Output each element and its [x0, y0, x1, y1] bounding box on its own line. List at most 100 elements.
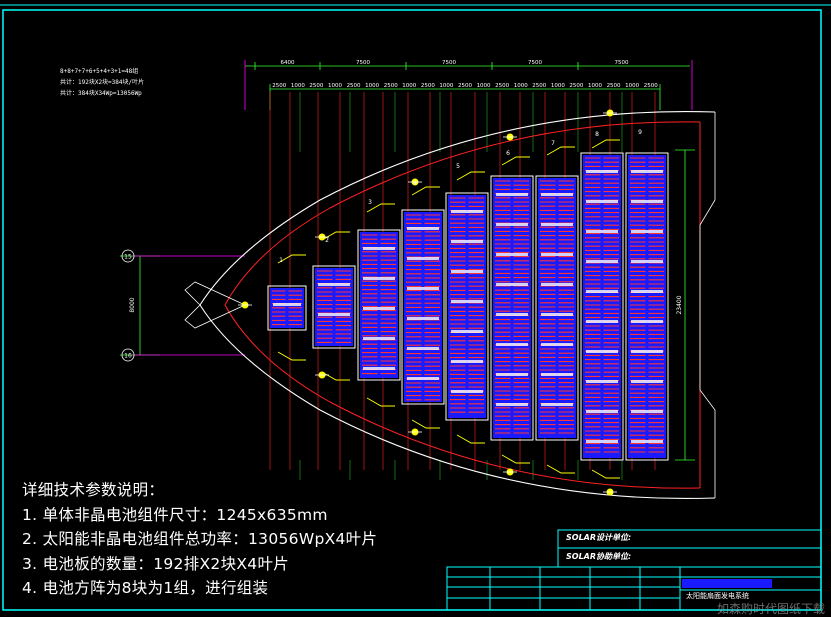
panel-column-frame	[535, 175, 579, 441]
note-item: 2. 太阳能非晶电池组件总功率：13056WpX4叶片	[22, 530, 378, 548]
dimension-label: 1000	[588, 83, 602, 89]
panel-column-frame	[401, 209, 445, 405]
bracket	[411, 186, 440, 196]
panel-joint	[631, 440, 663, 443]
mounting-brackets	[238, 109, 620, 496]
bracket	[411, 419, 440, 429]
dimension-label: 6400	[281, 60, 295, 66]
dimension-label: 2500	[421, 83, 435, 89]
panel-joint	[586, 260, 618, 263]
panel-column-frame	[625, 152, 669, 461]
panel-joint	[586, 440, 618, 443]
sheet-frame	[2, 9, 822, 611]
panel-joint	[541, 343, 573, 346]
bracket	[591, 139, 620, 149]
note-item: 4. 电池方阵为8块为1组，进行组装	[22, 579, 269, 597]
dimension-label: 1000	[328, 83, 342, 89]
dimension-label: 2500	[569, 83, 583, 89]
panel-joint	[407, 257, 439, 260]
dimension-label: 2500	[272, 83, 286, 89]
row-number: 2	[325, 237, 329, 244]
dimension-label: 7500	[615, 60, 629, 66]
row-number: 8	[595, 131, 599, 138]
dimension-label: 1000	[365, 83, 379, 89]
panel-joint	[363, 367, 395, 370]
dimension-label: 7500	[356, 60, 370, 66]
dimension-label: 2500	[532, 83, 546, 89]
panel-joint	[541, 373, 573, 376]
dimension-labels-sub: 2500 1000 2500 1000 2500 1000 2500 1000 2500 1000…	[272, 83, 658, 89]
bracket	[277, 254, 306, 264]
panel-joint	[631, 380, 663, 383]
panel-column-frame	[267, 285, 307, 331]
bracket	[546, 146, 575, 156]
dimension-label: 1000	[514, 83, 528, 89]
row-number: 9	[638, 129, 642, 136]
panel-joint	[586, 380, 618, 383]
panel-joint	[451, 390, 483, 393]
panel-joint	[273, 303, 301, 306]
technical-notes: 详细技术参数说明： 1. 单体非晶电池组件尺寸：1245x635mm 2. 太阳…	[22, 478, 377, 601]
right-height-dimension: 23400	[676, 295, 683, 314]
dimension-label: 1000	[477, 83, 491, 89]
panel-joint	[541, 253, 573, 256]
panel-joint	[451, 210, 483, 213]
panel-joint	[586, 320, 618, 323]
calc-notes: 8+8+7+7+6+5+4+3+1=48组 共计：192块X2块=384块/叶片…	[60, 66, 144, 99]
drawing-title: 太阳能扇面发电系统	[686, 592, 749, 600]
dimension-label: 2500	[458, 83, 472, 89]
axis-label-16: 16	[124, 353, 132, 360]
panel-column-frame	[312, 265, 356, 349]
bracket	[456, 434, 485, 444]
dimension-ticks	[254, 62, 579, 70]
row-number: 5	[456, 163, 460, 170]
panel-joint	[631, 170, 663, 173]
dimension-label: 7500	[442, 60, 456, 66]
panel-column-frame	[445, 192, 489, 421]
panel-joint	[586, 350, 618, 353]
panel-joint	[631, 230, 663, 233]
panel-joint	[631, 290, 663, 293]
panel-joint	[586, 230, 618, 233]
panel-joint	[631, 350, 663, 353]
dimension-label: 2500	[495, 83, 509, 89]
panel-joint	[586, 170, 618, 173]
panel-joint	[541, 283, 573, 286]
panel-joint	[407, 227, 439, 230]
design-unit-label: SOLAR设计单位:	[566, 533, 632, 542]
panel-joint	[407, 287, 439, 290]
dimension-label: 1000	[291, 83, 305, 89]
panel-joint	[496, 373, 528, 376]
panel-joint	[541, 403, 573, 406]
bracket	[277, 351, 306, 361]
panel-joint	[496, 223, 528, 226]
panel-joint	[586, 410, 618, 413]
dimension-label: 2500	[607, 83, 621, 89]
left-height-dimension: 8000	[129, 297, 136, 312]
axis-label-15: 15	[124, 254, 132, 261]
panel-joint	[496, 253, 528, 256]
panel-joint	[496, 313, 528, 316]
bracket	[501, 454, 530, 464]
panel-joint	[541, 313, 573, 316]
bracket	[591, 469, 620, 479]
row-number: 1	[279, 257, 283, 264]
panel-joint	[541, 223, 573, 226]
row-number: 7	[551, 140, 555, 147]
axis-marker-16: 16	[121, 348, 245, 362]
axis-marker-15: 15	[121, 249, 245, 263]
bracket	[501, 156, 530, 166]
panel-joint	[496, 193, 528, 196]
calc-note-line: 共计：384块X34Wp=13056Wp	[60, 90, 142, 97]
panel-joint	[451, 330, 483, 333]
dimension-label: 2500	[384, 83, 398, 89]
watermark: 如森购时代图纸下载	[716, 602, 825, 616]
row-number: 3	[368, 199, 372, 206]
panel-joint	[631, 260, 663, 263]
panel-column-frame	[580, 152, 624, 461]
dimension-label: 1000	[402, 83, 416, 89]
row-number: 4	[413, 180, 417, 187]
